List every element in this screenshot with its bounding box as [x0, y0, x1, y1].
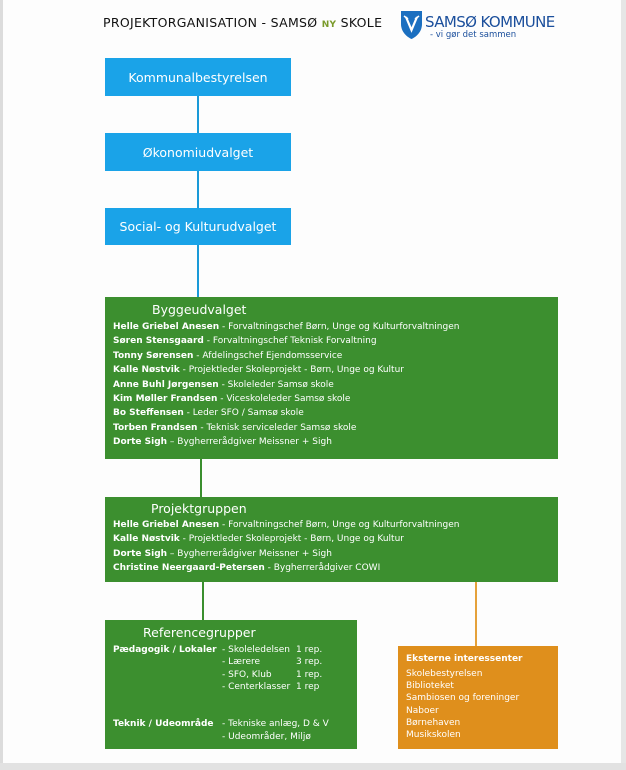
box-okonomiudvalget: Økonomiudvalget — [105, 133, 291, 171]
member-row: Dorte Sigh – Bygherrerådgiver Meissner +… — [113, 437, 332, 447]
ref-item-count: 1 rep — [296, 682, 320, 692]
list-item: Skolebestyrelsen — [406, 669, 483, 679]
connector-line — [202, 582, 204, 620]
box-referencegrupper: Referencegrupper Pædagogik / Lokaler - S… — [105, 620, 357, 749]
connector-line — [475, 582, 477, 646]
ref-item: - SFO, Klub — [222, 670, 272, 680]
member-row: Søren Stensgaard - Forvaltningschef Tekn… — [113, 336, 377, 346]
group-title: Projektgruppen — [151, 501, 247, 516]
member-row: Kim Møller Frandsen - Viceskoleleder Sam… — [113, 394, 351, 404]
group-title: Byggeudvalget — [152, 302, 247, 317]
member-row: Tonny Sørensen - Afdelingschef Ejendomss… — [113, 351, 343, 361]
group-title: Eksterne interessenter — [406, 654, 523, 664]
connector-line — [197, 245, 199, 297]
box-label: Social- og Kulturudvalget — [119, 219, 277, 234]
box-byggeudvalget: Byggeudvalget Helle Griebel Anesen - For… — [105, 297, 558, 459]
shield-icon — [401, 11, 422, 39]
logo-name: SAMSØ KOMMUNE — [425, 13, 555, 31]
logo-tagline: - vi gør det sammen — [430, 30, 517, 40]
page-title: PROJEKTORGANISATION - SAMSØ NY SKOLE — [103, 15, 382, 30]
ref-item-count: 1 rep. — [296, 645, 323, 655]
member-row: Anne Buhl Jørgensen - Skoleleder Samsø s… — [113, 380, 334, 390]
connector-line — [197, 96, 199, 133]
connector-line — [200, 459, 202, 497]
title-ny: NY — [321, 20, 337, 30]
member-row: Kalle Nøstvik - Projektleder Skoleprojek… — [113, 365, 404, 375]
member-row: Christine Neergaard-Petersen - Bygherrer… — [113, 563, 381, 573]
member-row: Helle Griebel Anesen - Forvaltningschef … — [113, 322, 460, 332]
title-prefix: PROJEKTORGANISATION - SAMSØ — [103, 15, 318, 30]
ref-item-count: 3 rep. — [296, 657, 323, 667]
member-row: Torben Frandsen - Teknisk serviceleder S… — [113, 423, 357, 433]
connector-line — [197, 171, 199, 208]
samso-kommune-logo: SAMSØ KOMMUNE - vi gør det sammen — [400, 10, 565, 42]
member-row: Kalle Nøstvik - Projektleder Skoleprojek… — [113, 534, 404, 544]
page-edge-left — [0, 0, 3, 770]
box-projektgruppen: Projektgruppen Helle Griebel Anesen - Fo… — [105, 497, 558, 582]
ref-item: - Tekniske anlæg, D & V — [222, 719, 329, 729]
box-label: Økonomiudvalget — [142, 144, 254, 160]
list-item: Biblioteket — [406, 681, 454, 691]
member-row: Bo Steffensen - Leder SFO / Samsø skole — [113, 408, 304, 418]
page-edge-right — [621, 0, 626, 770]
ref-item-count: 1 rep. — [296, 670, 323, 680]
page-edge-bottom — [0, 763, 626, 770]
ref-item: - Centerklasser — [222, 682, 291, 692]
member-row: Dorte Sigh – Bygherrerådgiver Meissner +… — [113, 549, 332, 559]
ref-category-label: Teknik / Udeområde — [113, 719, 214, 729]
list-item: Naboer — [406, 706, 439, 716]
list-item: Børnehaven — [406, 718, 461, 728]
title-suffix: SKOLE — [340, 15, 383, 30]
box-eksterne-interessenter: Eksterne interessenter Skolebestyrelsen … — [398, 646, 558, 749]
ref-category-label: Pædagogik / Lokaler — [113, 645, 217, 655]
box-label: Kommunalbestyrelsen — [128, 69, 268, 85]
list-item: Musikskolen — [406, 730, 461, 740]
member-row: Helle Griebel Anesen - Forvaltningschef … — [113, 520, 460, 530]
box-social-kulturudvalget: Social- og Kulturudvalget — [105, 208, 291, 245]
group-title: Referencegrupper — [143, 625, 256, 640]
ref-item: - Lærere — [222, 657, 261, 667]
box-kommunalbestyrelsen: Kommunalbestyrelsen — [105, 58, 291, 96]
ref-item: - Udeområder, Miljø — [222, 732, 311, 742]
ref-item: - Skoleledelsen — [222, 645, 290, 655]
list-item: Sambiosen og foreninger — [406, 693, 520, 703]
